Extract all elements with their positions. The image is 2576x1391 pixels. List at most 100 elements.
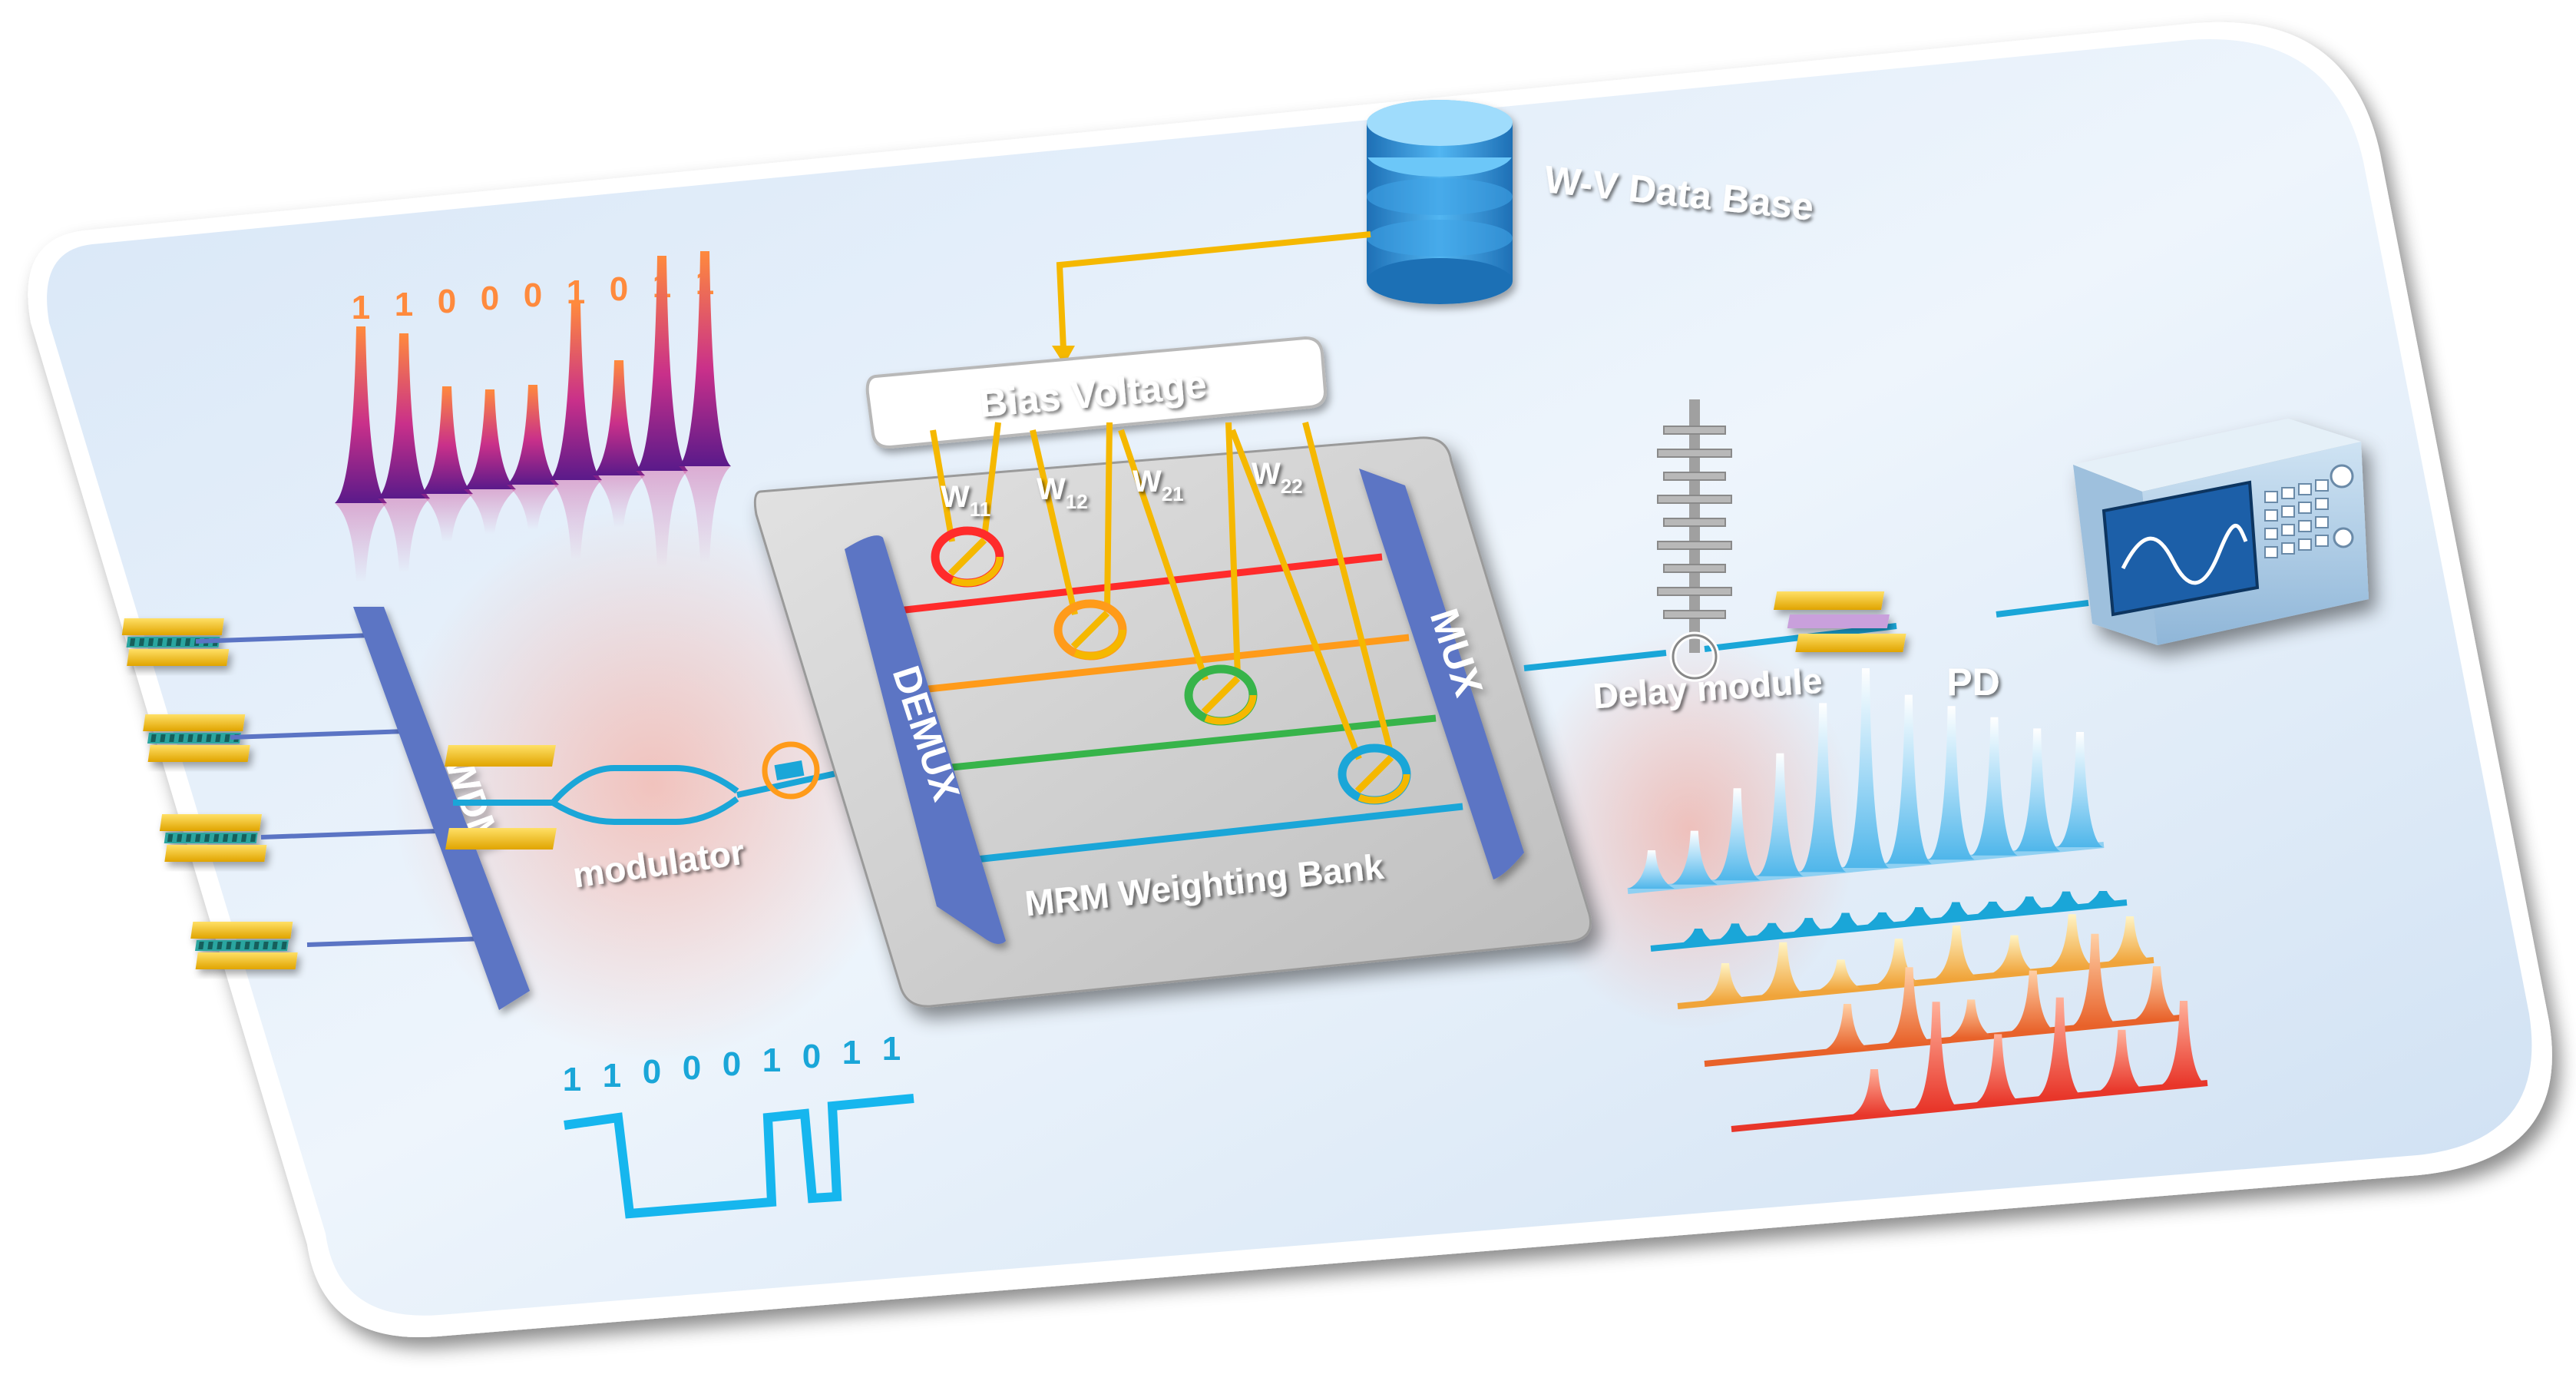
weight-label: W12 [1037,472,1088,513]
scope-button [2281,542,2295,555]
output-pulse [1682,929,1715,944]
bias-voltage-box [865,336,1328,449]
microring-heater [1185,665,1257,725]
scope-button [2264,546,2278,558]
output-pulse-train [1731,997,2208,1132]
output-pulse [1902,907,1936,923]
delay-arm [1657,587,1732,596]
electrical-bit-label: 0 [802,1038,821,1075]
electrical-bit-label: 1 [842,1034,861,1071]
laser-waveguide [306,936,484,947]
delay-arm [1663,472,1726,481]
output-pulse [1928,706,1975,860]
mzm-upper-arm [551,765,739,805]
channel-blue [968,803,1463,864]
delay-arm [1657,449,1732,458]
heater-contact [947,537,987,577]
modulator-electrode-top [445,745,556,767]
optical-pulse-reflection [550,480,602,560]
laser-waveguide [195,633,373,644]
output-pulse [1702,963,1748,1002]
weight-control-wires [1229,421,1394,760]
photodetector-icon [1773,591,1906,652]
optical-pulse [507,385,559,485]
channel-red [898,553,1383,614]
output-pulse [1754,922,1789,937]
weight-control-wires [1118,422,1241,681]
delay-module-icon [1657,399,1732,682]
weight-label: W21 [1133,465,1184,505]
delay-module-ring-outline [1672,634,1718,680]
optical-pulse-reflection [679,466,731,563]
output-pulse [2134,966,2180,1020]
scope-button [2315,479,2329,492]
microring-heater [1054,600,1126,660]
output-pulse [2049,891,2084,909]
output-pulse [1948,999,1995,1038]
microring-heater [1338,744,1410,804]
output-pulse [1828,912,1863,930]
output-pulse [1933,925,1980,979]
pd-label: PD [1946,661,1999,704]
output-pulse [1865,912,1900,926]
optical-pulse [550,303,602,480]
optical-bit-label: 1 [395,286,413,323]
scope-button [2281,487,2295,499]
scope-knob [2333,527,2354,548]
laser-waveguide [230,729,408,740]
scope-button [2315,516,2329,528]
weight-label: W11 [941,480,990,521]
pd-electrode-bottom [1795,634,1906,652]
electrical-bit-label: 1 [882,1030,901,1068]
output-pulse-trains [1627,668,2208,1132]
output-pulse [2107,916,2153,962]
optical-bit-label: 1 [352,289,370,326]
output-pulse [1843,668,1889,868]
output-pulse [1913,1002,1959,1110]
wavelength-channels [898,553,1463,864]
delay-arm [1663,564,1726,573]
scope-screen [2101,480,2260,617]
output-pulse [2049,914,2095,969]
heater-contact [1070,610,1110,650]
wdm-bar [353,607,530,1010]
output-pulse [1885,694,1932,864]
output-pulse [1800,703,1847,873]
scope-button [2264,491,2278,503]
control-arrow-icon [1052,346,1075,365]
electrical-bit-label: 1 [603,1057,621,1095]
output-pulse [2098,1029,2145,1091]
optical-pulse [335,326,387,503]
electrical-bit-label: 0 [683,1049,701,1087]
weighting-chip: DEMUX MUX MRM Weighting Bank [753,436,1592,1008]
optical-pulse [421,386,473,494]
pd-to-scope-wire [1996,600,2089,618]
scope-top [2073,419,2361,492]
bias-voltage-block: Bias Voltage [865,336,1328,449]
optical-pulse-reflection [378,498,430,573]
scope-controls [2264,464,2354,558]
electrical-bit-label: 0 [643,1053,661,1091]
weight-control-wires [930,422,1001,542]
optical-pulse-reflection [507,485,559,530]
scope-trace [2121,523,2248,585]
scope-button [2298,538,2312,551]
optical-pulse-reflection [593,475,645,528]
pd-electrode-top [1773,591,1885,610]
channel-green [944,714,1437,772]
output-pulse-train [1650,891,2128,952]
output-pulse [2009,970,2056,1032]
optical-bit-label: 0 [481,280,499,317]
output-pulse [1760,942,1807,996]
mux-to-delay-waveguide [1523,650,1667,671]
delay-arm [1663,518,1726,527]
output-pulse [1718,923,1752,941]
scope-button [2315,535,2329,547]
heater-contact [1201,675,1241,715]
output-pulse [1991,935,2038,974]
output-pulse [1671,830,1718,885]
output-pulse [1971,717,2018,856]
